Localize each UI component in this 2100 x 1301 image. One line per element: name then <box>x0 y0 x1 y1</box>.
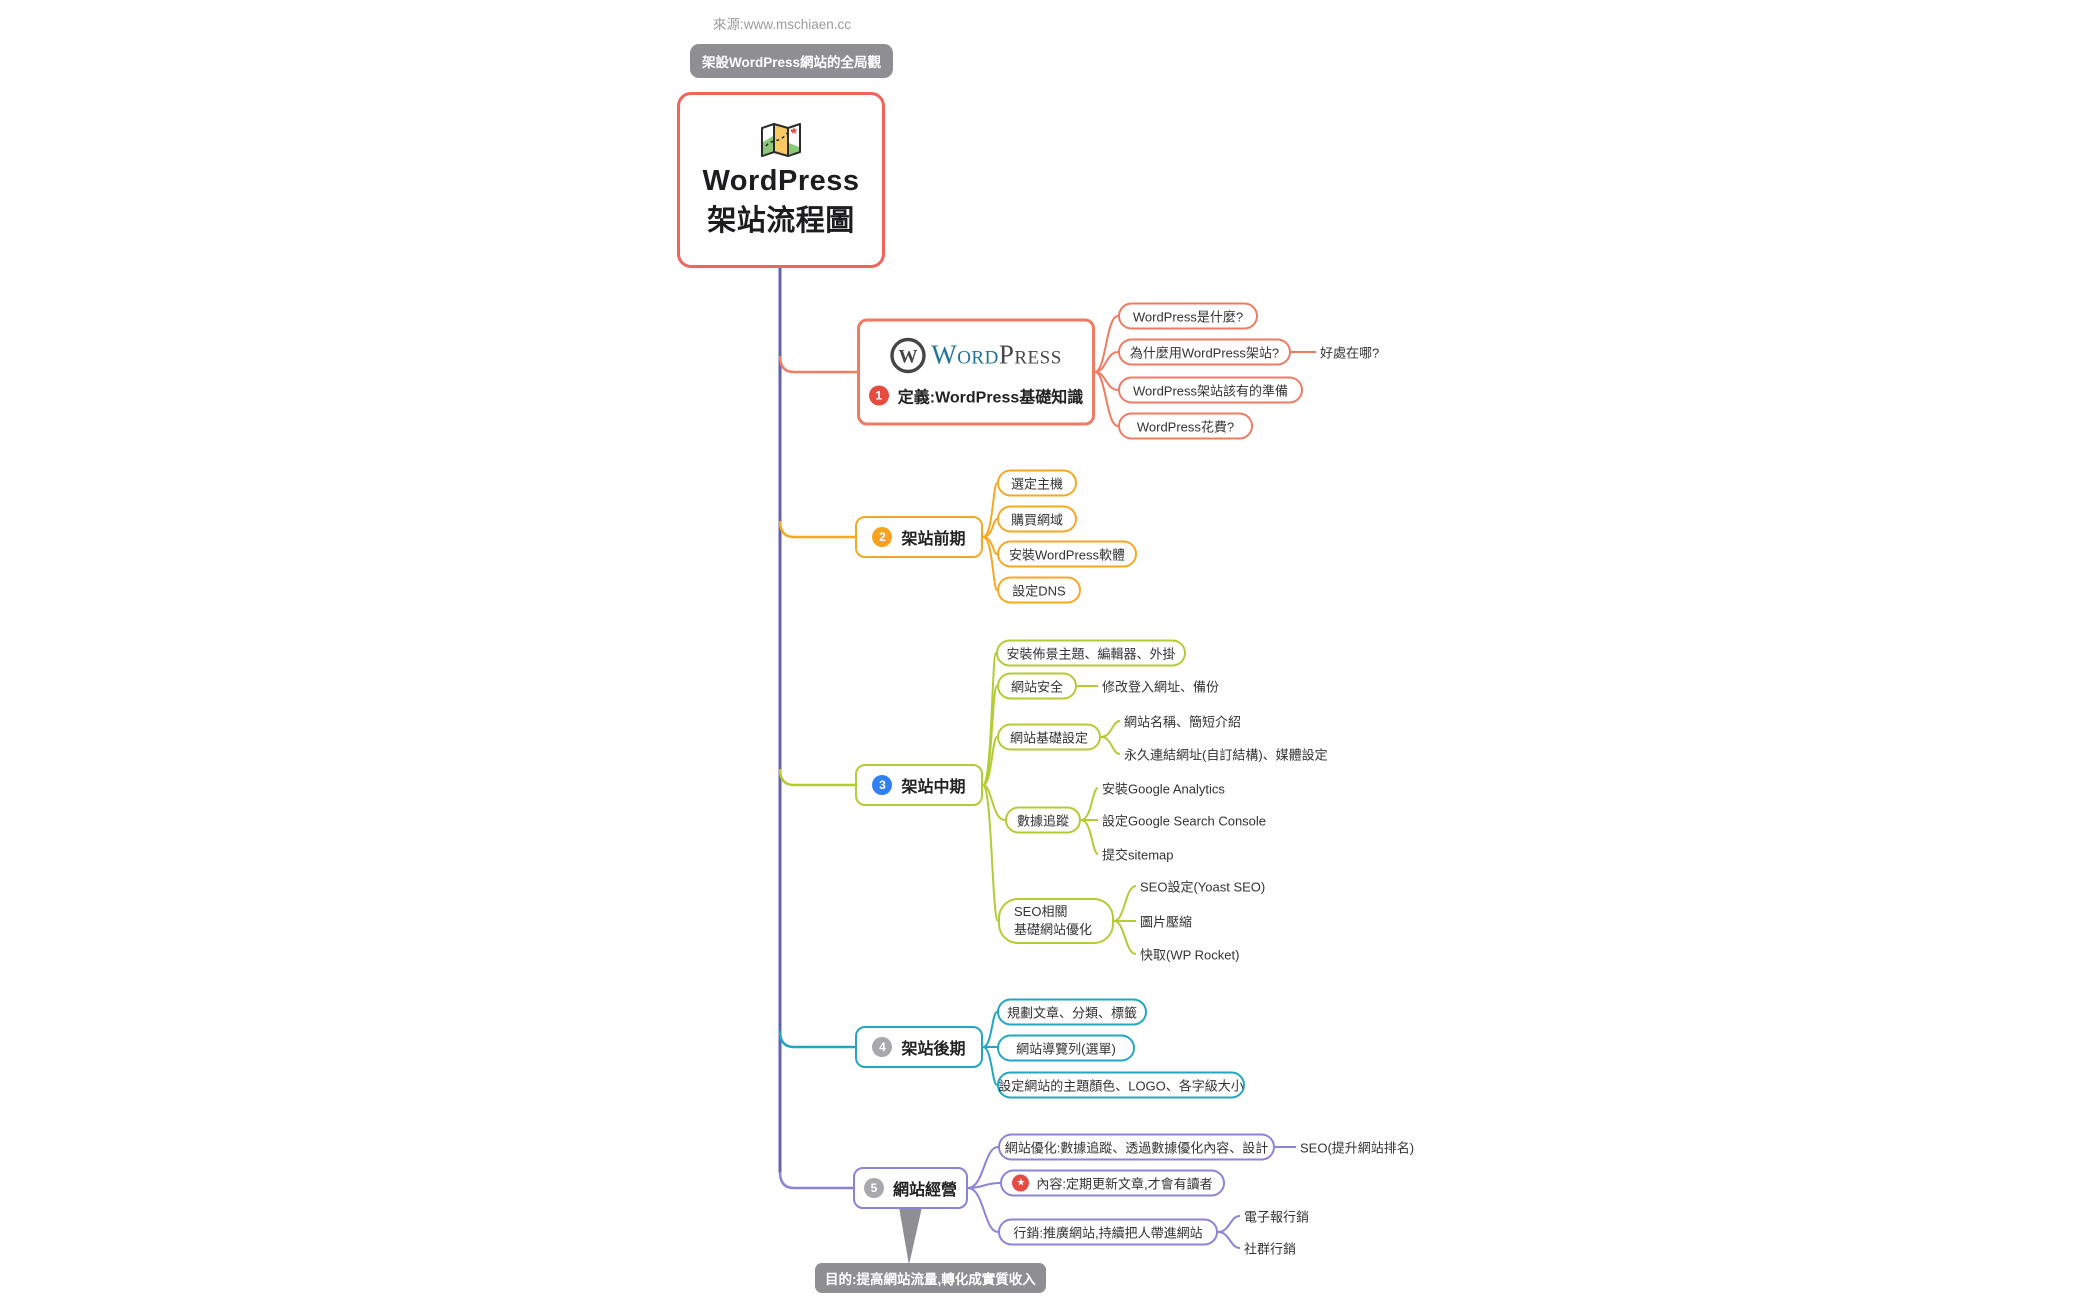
topic-label: WordPress花費? <box>1136 419 1235 435</box>
branch3-label: 架站中期 <box>901 779 966 796</box>
topic-pill: SEO相關 基礎網站優化 <box>998 898 1114 944</box>
root-node: ★ WordPress 架站流程圖 <box>677 92 885 268</box>
branch4-label: 架站後期 <box>901 1041 966 1058</box>
branch5-label: 網站經營 <box>892 1182 957 1199</box>
wordpress-logo-press: Press <box>998 339 1062 370</box>
topic-pill: WordPress花費? <box>1118 412 1253 440</box>
branch1-number-badge: 1 <box>868 385 889 405</box>
topic-pill: 網站安全 <box>997 672 1077 700</box>
subtopic-text: SEO設定(Yoast SEO) <box>1140 879 1266 895</box>
branch-node-mid-stage: 3 架站中期 <box>855 764 983 806</box>
topic-label: 網站優化:數據追蹤、透過數據優化內容、設計 <box>1004 1140 1269 1156</box>
svg-text:W: W <box>899 346 918 367</box>
subtopic-text: 快取(WP Rocket) <box>1140 947 1240 963</box>
topic-pill: 設定DNS <box>997 576 1081 604</box>
topic-pill: 數據追蹤 <box>1005 806 1081 834</box>
root-title-line1: WordPress <box>702 164 860 197</box>
wordpress-logo-word: Word <box>931 339 999 370</box>
topic-label: 數據追蹤 <box>1017 813 1070 829</box>
topic-pill: 設定網站的主題顏色、LOGO、各字級大小 <box>997 1071 1245 1099</box>
wordpress-logo: W WordPress <box>890 337 1062 373</box>
source-label: 來源:www.mschiaen.cc <box>713 17 852 32</box>
branch-node-definition: W WordPress 1 定義:WordPress基礎知識 <box>857 318 1095 426</box>
subtopic-text: 永久連結網址(自訂結構)、媒體設定 <box>1124 747 1328 763</box>
topic-label: 網站安全 <box>1010 679 1063 695</box>
star-icon: ★ <box>1012 1174 1030 1192</box>
header-badge: 架設WordPress網站的全局觀 <box>690 44 894 78</box>
root-title-line2: 架站流程圖 <box>707 205 855 237</box>
subtopic-text: 安裝Google Analytics <box>1102 781 1225 797</box>
topic-label: WordPress是什麼? <box>1132 309 1244 325</box>
topic-pill: WordPress架站該有的準備 <box>1118 376 1303 404</box>
topic-label: 網站基礎設定 <box>1009 730 1088 746</box>
subtopic-text: 好處在哪? <box>1320 345 1380 361</box>
topic-pill: 網站基礎設定 <box>997 723 1101 751</box>
wordpress-mark-icon: W <box>890 337 926 373</box>
topic-pill: WordPress是什麼? <box>1118 302 1258 330</box>
goal-callout: 目的:提高網站流量,轉化成實質收入 <box>815 1263 1046 1293</box>
topic-label: 安裝WordPress軟體 <box>1008 547 1126 563</box>
branch2-label: 架站前期 <box>901 531 966 548</box>
branch-node-late-stage: 4 架站後期 <box>855 1026 983 1068</box>
topic-label: WordPress架站該有的準備 <box>1132 383 1289 399</box>
topic-label: 安裝佈景主題、編輯器、外掛 <box>1006 646 1176 662</box>
branch5-number-badge: 5 <box>863 1178 884 1198</box>
branch1-label: 定義:WordPress基礎知識 <box>897 389 1084 406</box>
subtopic-text: 圖片壓縮 <box>1140 914 1193 930</box>
topic-pill: 行銷:推廣網站,持續把人帶進網站 <box>998 1218 1218 1246</box>
topic-label: 網站導覽列(選單) <box>1016 1041 1116 1057</box>
branch2-number-badge: 2 <box>872 527 893 547</box>
topic-pill: 安裝WordPress軟體 <box>997 540 1137 568</box>
topic-label: SEO相關 <box>1014 904 1068 920</box>
topic-pill: 網站導覽列(選單) <box>997 1034 1135 1062</box>
topic-label: 設定DNS <box>1012 583 1066 599</box>
topic-pill: 安裝佈景主題、編輯器、外掛 <box>996 639 1186 667</box>
subtopic-text: 提交sitemap <box>1102 847 1174 863</box>
svg-text:★: ★ <box>790 126 799 137</box>
subtopic-text: 修改登入網址、備份 <box>1102 679 1220 695</box>
topic-label-line2: 基礎網站優化 <box>1014 922 1093 937</box>
topic-pill: 選定主機 <box>997 469 1077 497</box>
map-icon: ★ <box>758 120 804 160</box>
topic-pill: 購買網域 <box>997 505 1077 533</box>
callout-pointer <box>899 1207 922 1265</box>
topic-label: 選定主機 <box>1010 476 1063 492</box>
topic-pill: 網站優化:數據追蹤、透過數據優化內容、設計 <box>998 1133 1275 1161</box>
topic-pill: 為什麼用WordPress架站? <box>1118 338 1291 366</box>
topic-label: 行銷:推廣網站,持續把人帶進網站 <box>1013 1225 1203 1241</box>
topic-label: 購買網域 <box>1010 512 1063 528</box>
branch-node-early-stage: 2 架站前期 <box>855 516 983 558</box>
subtopic-text: SEO(提升網站排名) <box>1300 1140 1415 1156</box>
subtopic-text: 網站名稱、簡短介紹 <box>1124 714 1242 730</box>
topic-label: 設定網站的主題顏色、LOGO、各字級大小 <box>998 1078 1244 1094</box>
subtopic-text: 設定Google Search Console <box>1102 813 1267 829</box>
branch3-number-badge: 3 <box>872 775 893 795</box>
subtopic-text: 社群行銷 <box>1244 1241 1297 1257</box>
topic-pill: ★ 內容:定期更新文章,才會有讀者 <box>1000 1169 1225 1197</box>
topic-label: 內容:定期更新文章,才會有讀者 <box>1036 1176 1213 1192</box>
branch4-number-badge: 4 <box>872 1037 893 1057</box>
topic-label: 為什麼用WordPress架站? <box>1129 345 1280 361</box>
topic-label: 規劃文章、分類、標籤 <box>1007 1005 1138 1021</box>
topic-pill: 規劃文章、分類、標籤 <box>997 998 1147 1026</box>
subtopic-text: 電子報行銷 <box>1244 1209 1310 1225</box>
branch-node-operation: 5 網站經營 <box>853 1167 968 1209</box>
